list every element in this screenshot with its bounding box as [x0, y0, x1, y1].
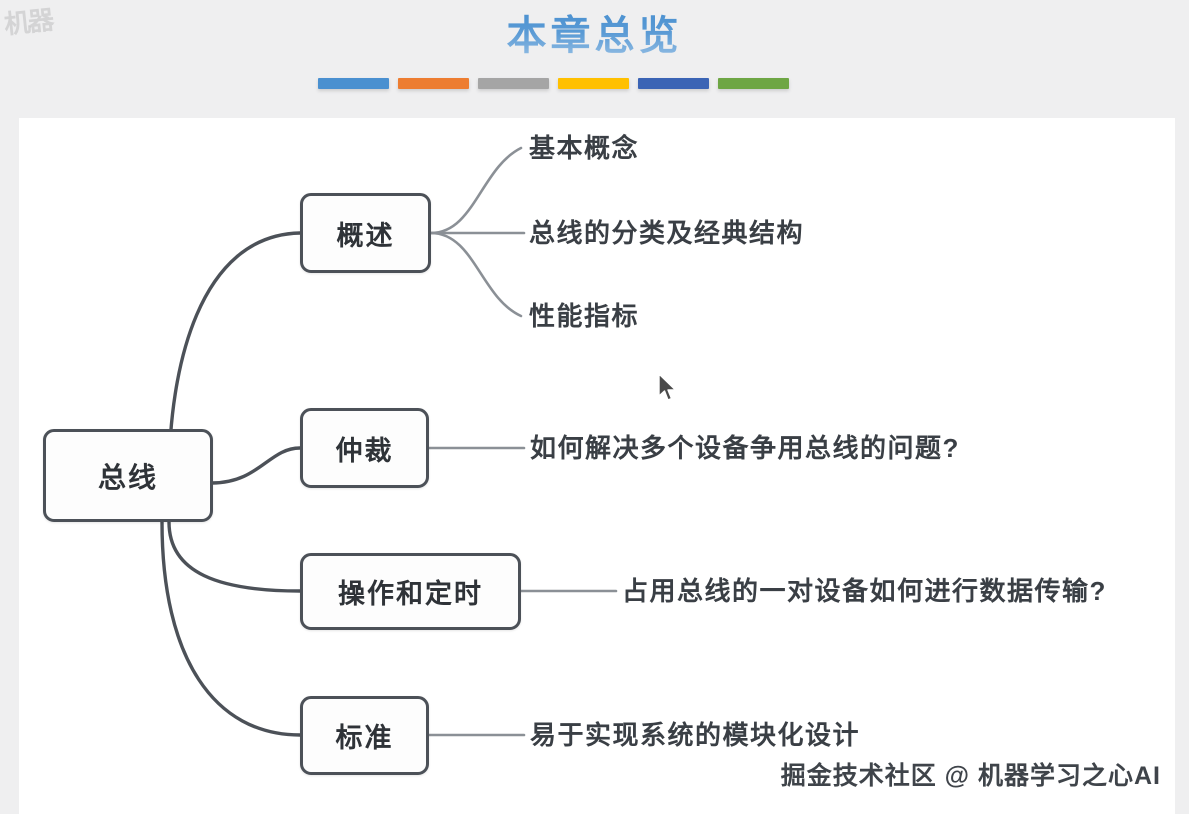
mindmap-leaf-performance[interactable]: 性能指标	[529, 301, 640, 331]
connector-overview-to-performance	[429, 231, 523, 318]
color-bar-row	[318, 78, 804, 90]
mindmap-node-standard[interactable]: 标准	[300, 696, 429, 775]
connector-overview-to-basic-concept	[429, 146, 523, 235]
watermark-bottom-right: 掘金技术社区 @ 机器学习之心AI	[780, 762, 1161, 790]
mindmap-canvas: 总线 概述 仲裁 操作和定时 标准 基本概念 总线的分类及经典结构 性能指标 如…	[19, 118, 1175, 814]
color-bar-dark-blue	[638, 78, 709, 89]
mindmap-leaf-classification[interactable]: 总线的分类及经典结构	[529, 218, 805, 248]
mindmap-node-arbitration[interactable]: 仲裁	[300, 408, 429, 488]
mindmap-leaf-basic-concept[interactable]: 基本概念	[529, 133, 640, 163]
connector-root-to-arbitration	[210, 446, 302, 485]
page-title: 本章总览	[0, 10, 1189, 62]
color-bar-gray	[478, 78, 549, 89]
mindmap-leaf-operation-question[interactable]: 占用总线的一对设备如何进行数据传输?	[622, 576, 1107, 606]
mindmap-leaf-arbitration-question[interactable]: 如何解决多个设备争用总线的问题?	[530, 433, 960, 463]
mindmap-leaf-standard-benefit[interactable]: 易于实现系统的模块化设计	[530, 720, 861, 750]
mindmap-node-root[interactable]: 总线	[43, 429, 213, 522]
slide-header: 本章总览	[0, 0, 1189, 118]
mindmap-connectors	[160, 146, 618, 737]
color-bar-yellow	[558, 78, 629, 89]
mindmap-node-overview[interactable]: 概述	[300, 193, 431, 273]
color-bar-orange	[398, 78, 469, 89]
mindmap-node-operation[interactable]: 操作和定时	[300, 553, 521, 630]
connector-root-to-standard	[160, 520, 302, 737]
connector-root-to-operation	[167, 520, 302, 593]
color-bar-blue	[318, 78, 389, 89]
color-bar-green	[718, 78, 789, 89]
